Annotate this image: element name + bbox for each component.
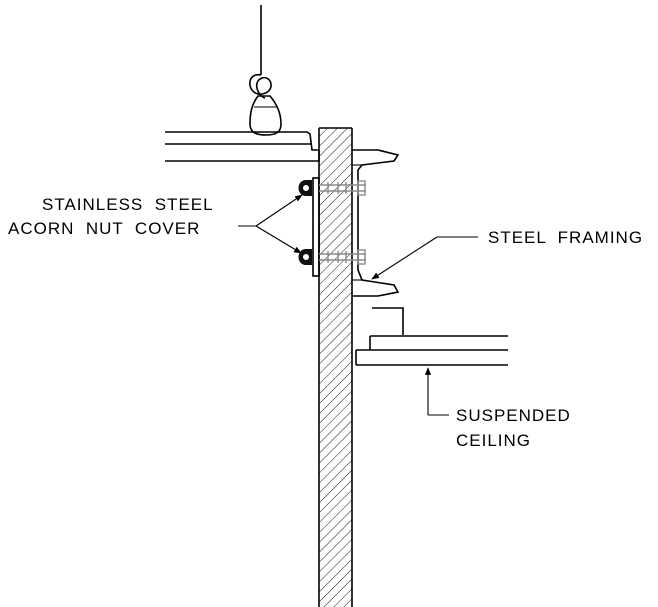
label-suspended-line1: SUSPENDED — [456, 406, 571, 425]
label-suspended-line2: CEILING — [456, 431, 531, 450]
through-bolt-lower — [319, 249, 366, 265]
through-bolt-upper — [319, 180, 366, 196]
hanger-wire — [249, 5, 282, 136]
steel-framing-channel — [352, 149, 400, 297]
acorn-nut-lower — [298, 249, 312, 265]
leader-acorn-nut — [238, 194, 303, 254]
leader-suspended-ceiling — [424, 367, 449, 416]
label-acorn-nut-line2: ACORN NUT COVER — [8, 219, 200, 238]
concrete-wall — [318, 127, 353, 607]
upper-deck — [165, 131, 320, 162]
suspended-ceiling — [355, 307, 508, 366]
label-acorn-nut-line1: STAINLESS STEEL — [42, 195, 214, 214]
label-steel-framing: STEEL FRAMING — [488, 228, 643, 247]
leader-steel-framing — [371, 236, 478, 280]
bearing-plate — [312, 177, 320, 277]
acorn-nut-upper — [298, 180, 312, 196]
